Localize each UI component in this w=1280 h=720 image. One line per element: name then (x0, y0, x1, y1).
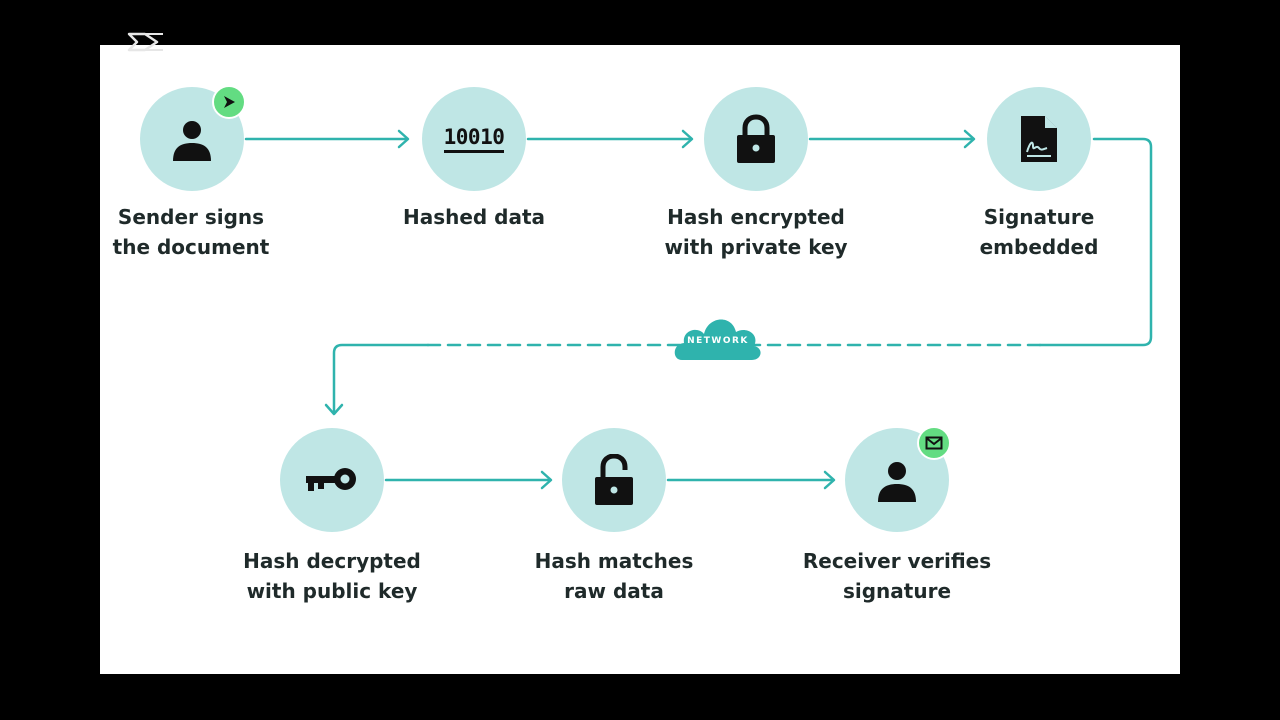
step-label-match: Hash matches raw data (494, 546, 734, 606)
step-label-decrypt: Hash decrypted with public key (212, 546, 452, 606)
step-label-line: Signature (983, 205, 1095, 229)
step-label-receiver: Receiver verifies signature (777, 546, 1017, 606)
step-label-line: embedded (979, 235, 1099, 259)
arrowhead-embed (963, 129, 976, 149)
step-node-decrypt (280, 428, 384, 532)
connector-embed-down (1038, 137, 1153, 347)
send-badge (212, 85, 246, 119)
arrowhead-decrypt (324, 403, 344, 416)
arrowhead-hash (397, 129, 410, 149)
cloud-icon (674, 319, 761, 360)
signed-document-icon (1021, 116, 1057, 162)
step-label-line: Hash encrypted (667, 205, 845, 229)
step-label-line: Hashed data (402, 205, 546, 229)
step-label-line: with public key (246, 579, 418, 603)
step-label-line: raw data (564, 579, 664, 603)
step-label-line: Receiver verifies (802, 549, 992, 573)
key-icon (306, 468, 356, 491)
logo-mark-icon (127, 32, 163, 52)
arrowhead-encrypt (681, 129, 694, 149)
mail-badge (917, 426, 951, 460)
step-label-embed: Signature embedded (919, 202, 1159, 262)
step-node-hash: 10010 (422, 87, 526, 191)
step-node-sender (140, 87, 244, 191)
mail-envelope-icon (925, 436, 943, 450)
binary-data-icon: 10010 (443, 125, 505, 153)
step-node-match (562, 428, 666, 532)
connector-to-decrypt (332, 343, 430, 414)
step-label-line: the document (112, 235, 270, 259)
user-icon (173, 121, 211, 161)
network-label: NETWORK (687, 336, 749, 346)
step-label-line: Sender signs (117, 205, 265, 229)
step-label-line: with private key (664, 235, 848, 259)
step-label-line: Hash decrypted (243, 549, 421, 573)
step-label-hash: Hashed data (354, 202, 594, 232)
send-arrow-icon (224, 96, 235, 108)
lock-open-icon (595, 454, 633, 505)
step-label-sender: Sender signs the document (71, 202, 311, 262)
step-node-encrypt (704, 87, 808, 191)
step-label-encrypt: Hash encrypted with private key (636, 202, 876, 262)
arrowhead-receiver (823, 470, 836, 490)
lock-closed-icon (737, 114, 775, 163)
step-node-embed (987, 87, 1091, 191)
arrowhead-match (540, 470, 553, 490)
step-label-line: signature (842, 579, 952, 603)
user-icon (878, 462, 916, 502)
step-label-line: Hash matches (534, 549, 694, 573)
